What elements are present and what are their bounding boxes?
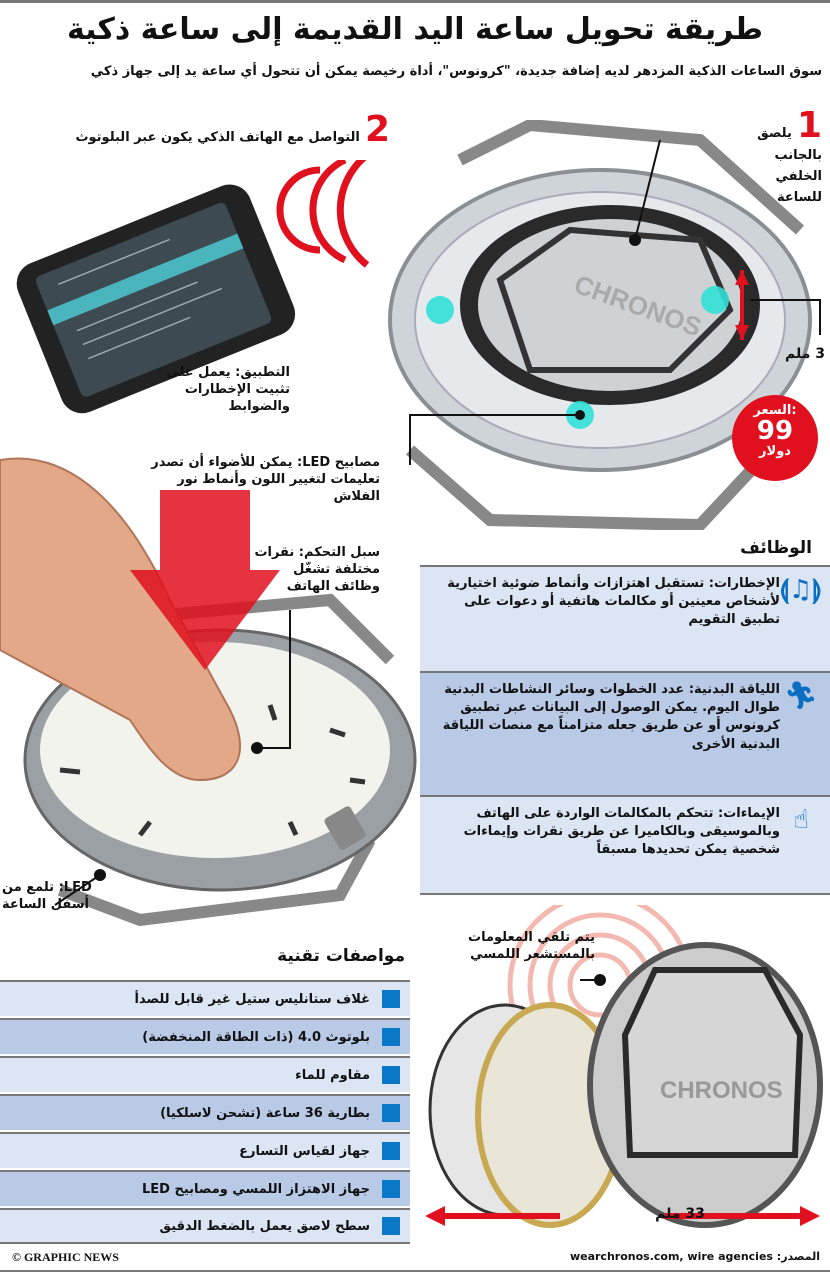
spec-row: جهاز لقياس التسارع [0,1132,410,1168]
hand-gesture-icon: ☝︎ [793,805,809,835]
runner-icon: 🏃︎ [784,681,818,711]
spec-text: بطارية 36 ساعة (تشحن لاسلكيا) [160,1105,370,1121]
function-text: الإيماءات: تتحكم بالمكالمات الواردة على … [463,806,780,858]
step-1-label: يلصق بالجانب الخلفي للساعة [757,126,822,205]
spec-row: غلاف ستانليس ستيل غير قابل للصدأ [0,980,410,1016]
app-callout: التطبيق: يعمل على تثبيت الإخطارات والضوا… [166,365,290,414]
step-1-number: 1 [796,105,822,146]
functions-heading: الوظائف [740,538,812,558]
bullet-square-icon [382,1028,400,1046]
top-rule [0,0,830,3]
spec-text: بلوتوث 4.0 (ذات الطاقة المنخفضة) [142,1029,370,1045]
bottom-rule [0,1270,830,1272]
price-badge: السعر: 99 دولار [732,395,818,481]
price-unit: دولار [759,444,791,459]
controls-callout: سبل التحكم: نقرات مختلفة تشغّل وظائف اله… [254,545,380,594]
specs-heading: مواصفات تقنية [277,946,405,966]
subtitle: سوق الساعات الذكية المزدهر لديه إضافة جد… [90,64,822,79]
function-fitness: 🏃︎ اللياقة البدنية: عدد الخطوات وسائر ال… [420,671,830,795]
spec-row: سطح لاصق يعمل بالضغط الدقيق [0,1208,410,1244]
spec-row: مقاوم للماء [0,1056,410,1092]
function-gestures: ☝︎ الإيماءات: تتحكم بالمكالمات الواردة ع… [420,795,830,895]
smartphone-illustration [16,160,370,414]
finger-tap-illustration [0,457,417,927]
function-notifications: ⟬♫⟭ الإخطارات: تستقبل اهتزازات وأنماط ضو… [420,565,830,671]
step-2-number: 2 [364,109,390,150]
spec-row: بطارية 36 ساعة (تشحن لاسلكيا) [0,1094,410,1130]
chronos-logo-coin: CHRONOS [660,1077,783,1104]
bullet-square-icon [382,990,400,1008]
bullet-square-icon [382,1104,400,1122]
step-2: 2 التواصل مع الهاتف الذكي يكون عبر البلو… [30,112,390,148]
function-text: اللياقة البدنية: عدد الخطوات وسائر النشا… [442,682,780,752]
step-2-label: التواصل مع الهاتف الذكي يكون عبر البلوتو… [75,130,360,145]
bullet-square-icon [382,1066,400,1084]
led-bottom-callout: LED: تلمع من أسفل الساعة [2,880,92,912]
spec-text: مقاوم للماء [295,1067,370,1083]
credit: © GRAPHIC NEWS [12,1250,119,1264]
spec-row: بلوتوث 4.0 (ذات الطاقة المنخفضة) [0,1018,410,1054]
spec-text: سطح لاصق يعمل بالضغط الدقيق [159,1218,370,1234]
function-text: الإخطارات: تستقبل اهتزازات وأنماط ضوئية … [447,576,780,628]
price-value: 99 [756,416,794,446]
spec-text: جهاز الاهتزاز اللمسي ومصابيح LED [142,1181,370,1197]
thickness-label: 3 ملم [785,346,825,362]
leds-callout: مصابيح LED: يمكن للأضواء أن تصدر تعليمات… [151,455,380,504]
bullet-square-icon [382,1180,400,1198]
diameter-label: 33 ملم [655,1206,705,1222]
watch-back-illustration: CHRONOS [388,120,821,530]
step-1: 1 يلصق بالجانب الخلفي للساعة [730,108,822,207]
bullet-square-icon [382,1142,400,1160]
spec-text: غلاف ستانليس ستيل غير قابل للصدأ [134,991,370,1007]
touch-sensor-callout: يتم تلقي المعلومات بالمستشعر اللمسي [468,930,595,962]
spec-row: جهاز الاهتزاز اللمسي ومصابيح LED [0,1170,410,1206]
page-title: طريقة تحويل ساعة اليد القديمة إلى ساعة ذ… [66,12,764,47]
bluetooth-signal-icon [276,160,370,268]
spec-text: جهاز لقياس التسارع [239,1143,370,1159]
source: المصدر: wearchronos.com, wire agencies [569,1250,820,1263]
notification-bell-icon: ⟬♫⟭ [779,575,822,605]
coin-size-comparison: CHRONOS [425,905,823,1228]
bullet-square-icon [382,1217,400,1235]
price-label: السعر: [753,403,797,418]
